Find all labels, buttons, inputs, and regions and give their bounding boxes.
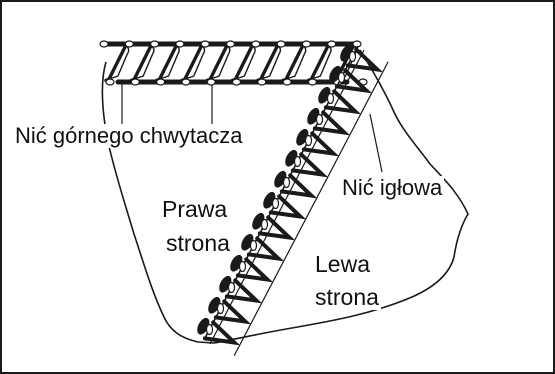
label-left-side-line2: strona	[313, 285, 381, 310]
seam-knot	[218, 304, 224, 314]
loop-knot	[283, 79, 291, 85]
seam-knot	[207, 325, 213, 335]
loop-knot	[207, 79, 215, 85]
loop-knot	[125, 41, 133, 47]
seam-knot	[306, 136, 312, 146]
seam-knot	[262, 220, 268, 230]
loop-knot	[100, 41, 108, 47]
seam-knot	[339, 73, 345, 83]
seam-knot	[251, 241, 257, 251]
leader-line-needle-thread	[370, 114, 382, 172]
loop-knot	[201, 41, 209, 47]
label-right-side-line1: Prawa	[160, 197, 229, 222]
loop-knot	[252, 41, 260, 47]
label-right-side-line2: strona	[164, 231, 232, 256]
loop-knot	[302, 41, 310, 47]
loop-knot	[328, 41, 336, 47]
loop-knot	[106, 79, 114, 85]
seam-knot	[229, 283, 235, 293]
loop-knot	[131, 79, 139, 85]
seam-knot	[317, 115, 323, 125]
loop-knot	[353, 41, 361, 47]
seam-knot	[328, 94, 334, 104]
label-left-side-line1: Lewa	[313, 252, 372, 277]
loop-knot	[151, 41, 159, 47]
loop-knot	[157, 79, 165, 85]
seam-knot	[240, 262, 246, 272]
seam-knot	[273, 199, 279, 209]
loop-knot	[233, 79, 241, 85]
loop-knot	[227, 41, 235, 47]
seam-knot	[350, 52, 356, 62]
loop-knot	[258, 79, 266, 85]
loop-knot	[176, 41, 184, 47]
label-upper-looper-thread: Nić górnego chwytacza	[13, 124, 244, 148]
loop-knot	[182, 79, 190, 85]
seam-knot	[295, 157, 301, 167]
diagonal-band-edge	[234, 62, 388, 356]
loop-knot	[277, 41, 285, 47]
label-needle-thread: Nić igłowa	[340, 176, 444, 200]
seam-knot	[284, 178, 290, 188]
loop-knot	[308, 79, 316, 85]
